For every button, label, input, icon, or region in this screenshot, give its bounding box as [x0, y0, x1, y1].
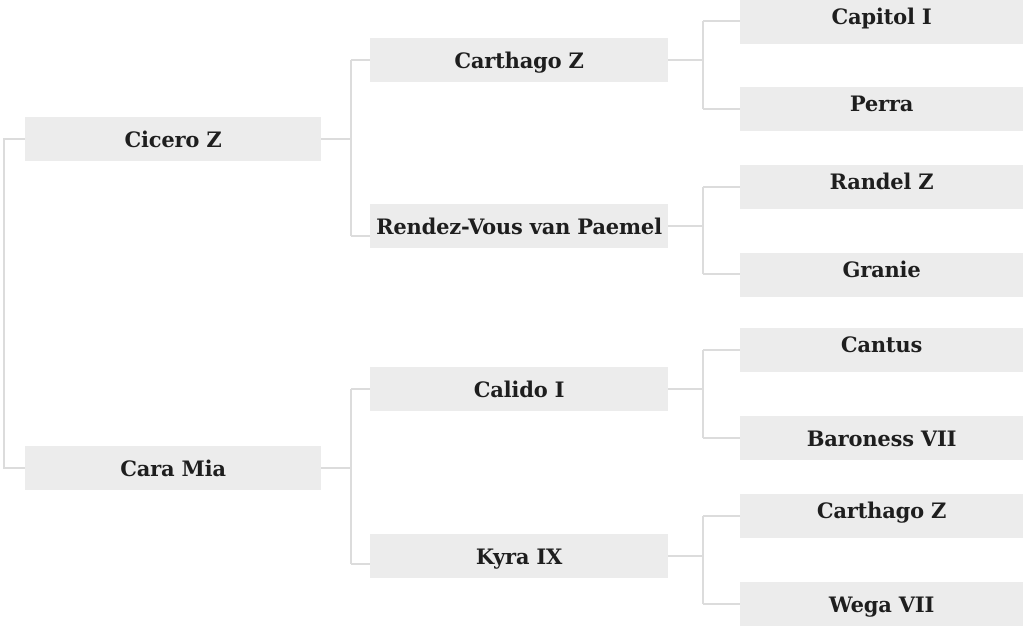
- node-sire-dam-label: Rendez-Vous van Paemel: [376, 213, 662, 239]
- node-sss-label: Capitol I: [831, 3, 932, 29]
- node-dam-sire-label: Calido I: [473, 376, 565, 402]
- node-sss: Capitol I: [740, 0, 1023, 44]
- node-dam-dam: Kyra IX: [370, 534, 668, 578]
- node-sds-label: Randel Z: [829, 168, 934, 194]
- node-ssd-label: Perra: [849, 90, 914, 116]
- node-ddd: Wega VII: [740, 582, 1023, 626]
- node-sds: Randel Z: [740, 165, 1023, 209]
- node-ddd-label: Wega VII: [828, 591, 935, 617]
- node-dds: Carthago Z: [740, 494, 1023, 538]
- node-sire-dam: Rendez-Vous van Paemel: [370, 204, 668, 248]
- node-dam-sire: Calido I: [370, 367, 668, 411]
- connector-dam: [321, 388, 370, 565]
- connector-sire-dam: [668, 186, 740, 275]
- node-dss-label: Cantus: [840, 331, 923, 357]
- node-sdd: Granie: [740, 253, 1023, 297]
- node-dam-label: Cara Mia: [120, 455, 226, 481]
- connector-dam-dam: [668, 515, 740, 605]
- node-sire-sire-label: Carthago Z: [454, 47, 584, 73]
- connector-dam-sire: [668, 349, 740, 439]
- connector-sire-sire: [668, 20, 740, 110]
- node-dds-label: Carthago Z: [816, 497, 947, 523]
- node-ssd: Perra: [740, 87, 1023, 131]
- node-sire-label: Cicero Z: [124, 126, 222, 152]
- node-dsd: Baroness VII: [740, 416, 1023, 460]
- node-sire: Cicero Z: [25, 117, 321, 161]
- node-sdd-label: Granie: [842, 256, 921, 282]
- node-sire-sire: Carthago Z: [370, 38, 668, 82]
- connector-sire: [321, 59, 370, 237]
- node-dsd-label: Baroness VII: [806, 425, 957, 451]
- node-dam-dam-label: Kyra IX: [475, 543, 563, 569]
- connector-root: [3, 138, 25, 469]
- node-dam: Cara Mia: [25, 446, 321, 490]
- node-dss: Cantus: [740, 328, 1023, 372]
